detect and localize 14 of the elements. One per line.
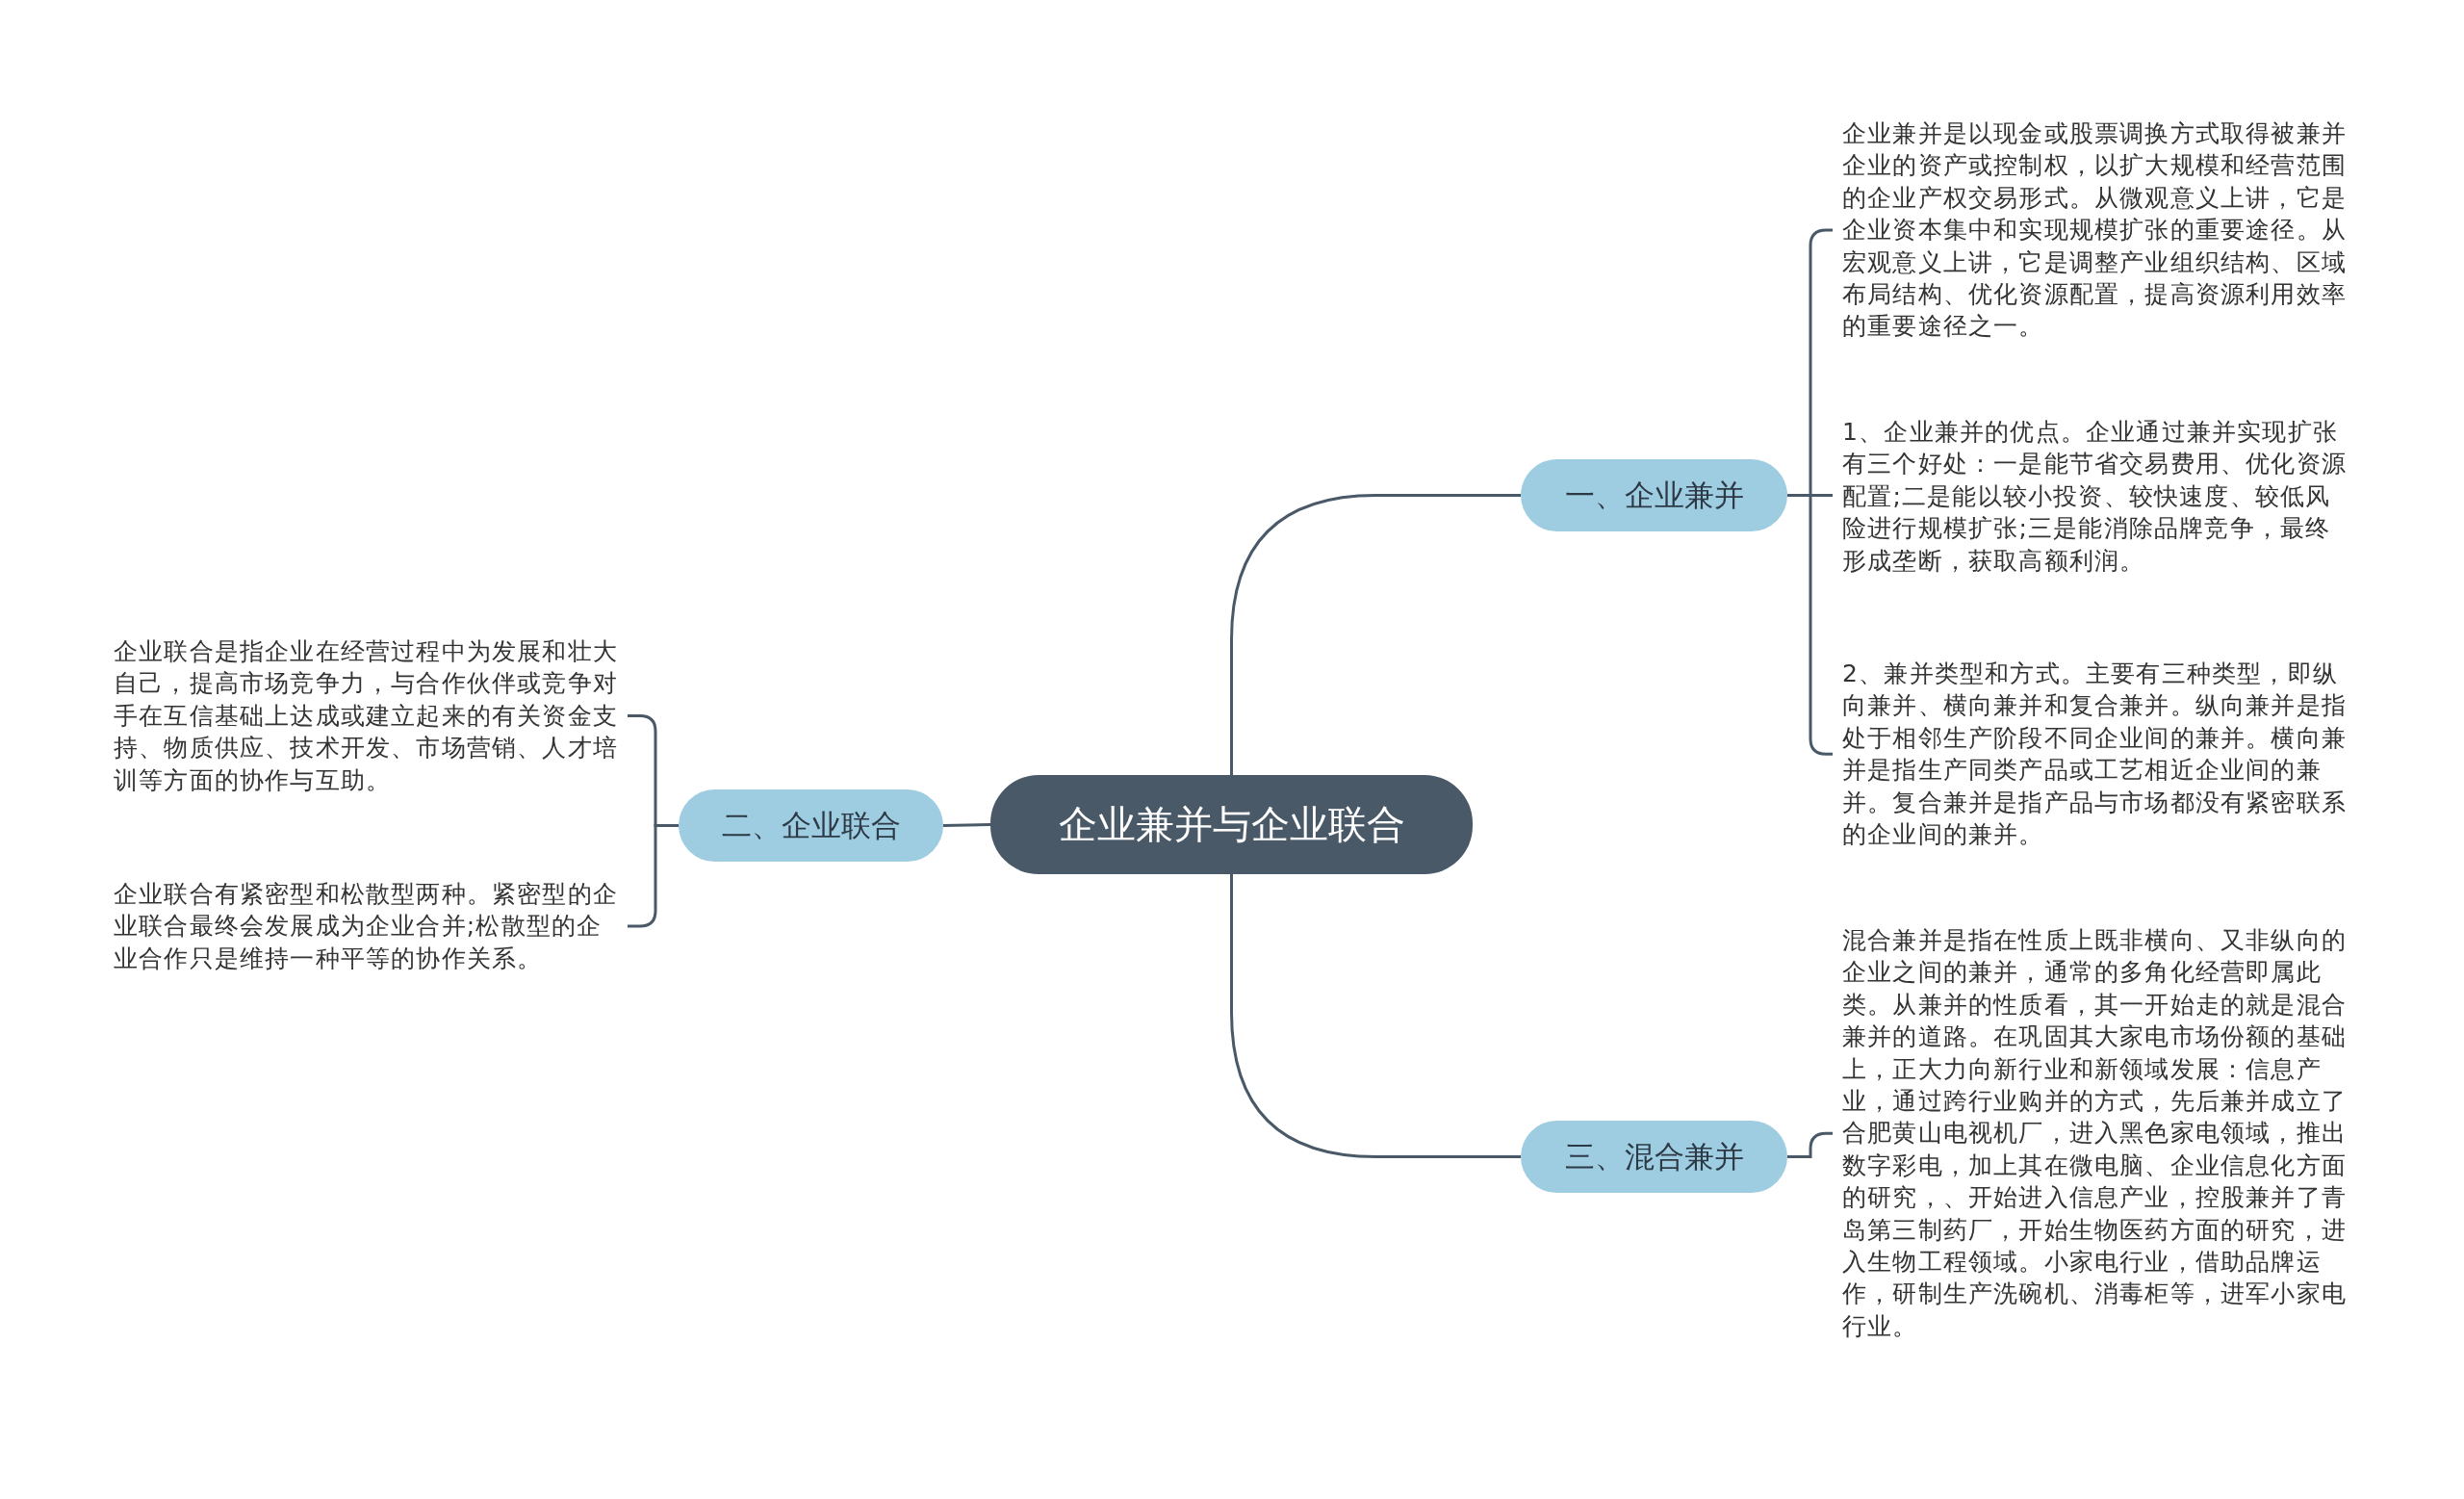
central-topic-label: 企业兼并与企业联合 bbox=[1058, 801, 1405, 848]
note-text: 混合兼并是指在性质上既非横向、又非纵向的企业之间的兼并，通常的多角化经营即属此类。从兼并的性质看，其一开始走的就是混合兼并的道路。在巩固其大家电市场份额的基础上，正大力向新行业和新领域发展：信息产业，通过跨行业购并的方式，先后兼并成立了合肥黄山电视机厂，进入黑色家电领域，推出数字彩电，加上其在微电脑、企业信息化方面的研究，、开始进入信息产业，控股兼并了青岛第三制药厂，开始生物医药方面的研究，进入生物工程领域。小家电行业，借助品牌运作，研制生产洗碗机、消毒柜等，进军小家电行业。 bbox=[1842, 924, 2352, 1343]
note-text: 企业联合有紧密型和松散型两种。紧密型的企业联合最终会发展成为企业合并;松散型的企业合作只是维持一种平等的协作关系。 bbox=[114, 878, 624, 975]
topic-label: 一、企业兼并 bbox=[1564, 476, 1744, 514]
note-text: 企业联合是指企业在经营过程中为发展和壮大自己，提高市场竞争力，与合作伙伴或竞争对手在互信基础上达成或建立起来的有关资金支持、物质供应、技术开发、市场营销、人才培训等方面的协作与互助。 bbox=[114, 635, 624, 797]
topic-label: 二、企业联合 bbox=[721, 806, 901, 844]
connector-line bbox=[942, 823, 991, 827]
note-text: 2、兼并类型和方式。主要有三种类型，即纵向兼并、横向兼并和复合兼并。纵向兼并是指处于相邻生产阶段不同企业间的兼并。横向兼并是指生产同类产品或工艺相近企业间的兼并。复合兼并是指产品与市场都没有紧密联系的企业间的兼并。 bbox=[1842, 658, 2352, 851]
connector-line bbox=[1230, 874, 1521, 1158]
topic-label: 三、混合兼并 bbox=[1564, 1137, 1744, 1176]
connector-line bbox=[1230, 494, 1521, 775]
note-text: 企业兼并是以现金或股票调换方式取得被兼并企业的资产或控制权，以扩大规模和经营范围的企业产权交易形式。从微观意义上讲，它是企业资本集中和实现规模扩张的重要途径。从宏观意义上讲，它是调整产业组织结构、区域布局结构、优化资源配置，提高资源利用效率的重要途径之一。 bbox=[1842, 117, 2352, 343]
note-text: 1、企业兼并的优点。企业通过兼并实现扩张有三个好处：一是能节省交易费用、优化资源配置;二是能以较小投资、较快速度、较低风险进行规模扩张;三是能消除品牌竞争，最终形成垄断，获取高额利润。 bbox=[1842, 416, 2352, 578]
bracket-connector bbox=[1787, 1131, 1833, 1158]
